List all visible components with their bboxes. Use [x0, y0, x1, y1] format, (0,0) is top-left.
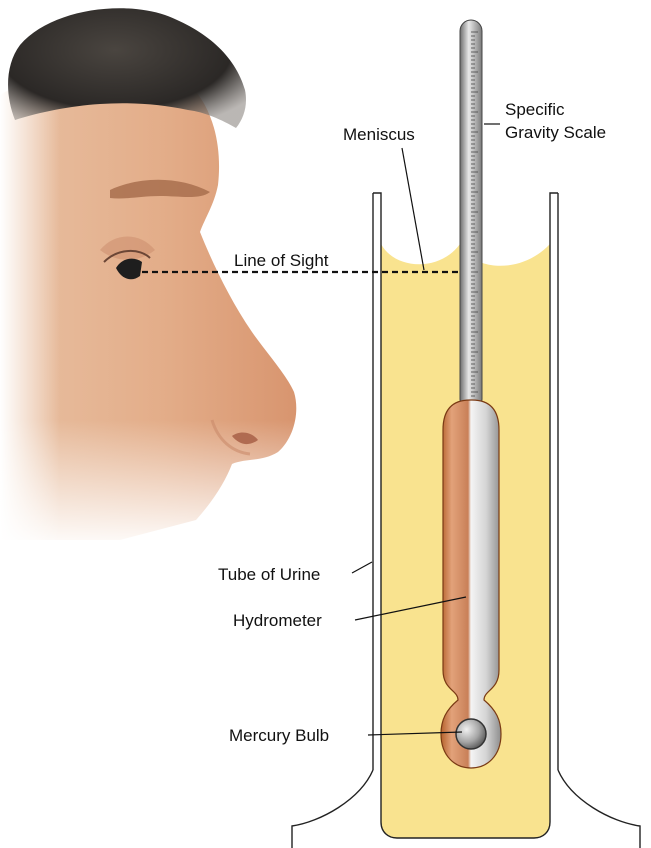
mercury-bulb	[456, 719, 486, 749]
label-line-of-sight: Line of Sight	[234, 251, 329, 270]
label-specific-gravity-line2: Gravity Scale	[505, 123, 606, 142]
stand-right	[558, 770, 640, 848]
hydrometer-body	[441, 400, 501, 768]
tube-of-urine-leader	[352, 562, 372, 573]
label-hydrometer: Hydrometer	[233, 611, 322, 630]
label-tube-of-urine: Tube of Urine	[218, 565, 320, 584]
label-specific-gravity-line1: Specific	[505, 100, 565, 119]
meniscus-leader	[402, 148, 424, 270]
specific-gravity-scale-stem	[460, 20, 482, 410]
face-fade-left	[0, 60, 60, 540]
face-profile-illustration	[0, 8, 300, 550]
label-mercury-bulb: Mercury Bulb	[229, 726, 329, 745]
label-meniscus: Meniscus	[343, 125, 415, 144]
stand-left	[292, 770, 373, 848]
